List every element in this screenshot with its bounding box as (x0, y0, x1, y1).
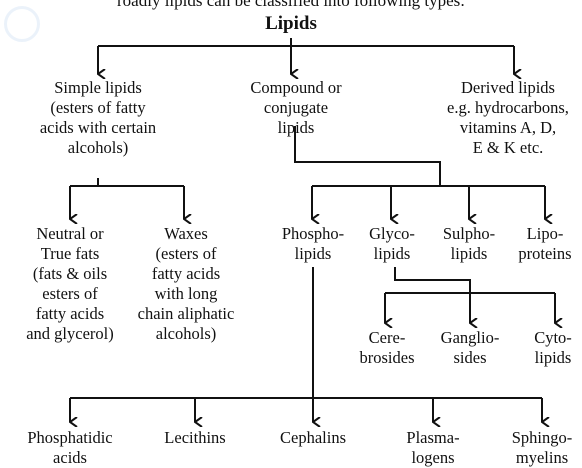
node-phosphatidic-acids: Phosphatidic acids (27, 428, 113, 467)
node-lecithins: Lecithins (164, 428, 226, 447)
node-sphingomyelins: Sphingo- myelins (511, 428, 573, 467)
node-plasmalogens: Plasma- logens (406, 428, 460, 467)
node-gangliosides: Ganglio- sides (440, 328, 500, 367)
glyco-stem (394, 267, 471, 293)
node-simple-lipids: Simple lipids (esters of fatty acids wit… (39, 78, 157, 157)
node-derived-lipids: Derived lipids e.g. hydrocarbons, vitami… (447, 78, 569, 157)
node-neutral-fats: Neutral or True fats (fats & oils esters… (26, 224, 114, 343)
compound-stem (294, 126, 441, 186)
node-cephalins: Cephalins (280, 428, 346, 447)
node-sulpholipids: Sulpho- lipids (442, 224, 496, 263)
intro-text: roadly lipids can be classified into fol… (117, 0, 465, 10)
diagram-title: Lipids (265, 13, 317, 34)
node-cerebrosides: Cere- brosides (359, 328, 415, 367)
node-cytolipids: Cyto- lipids (534, 328, 572, 367)
node-waxes: Waxes (esters of fatty acids with long c… (137, 224, 235, 343)
watermark-logo (4, 6, 40, 42)
node-compound-lipids: Compound or conjugate lipids (250, 78, 342, 137)
node-lipoproteins: Lipo- proteins (518, 224, 572, 263)
node-glycolipids: Glyco- lipids (369, 224, 415, 263)
node-phospholipids: Phospho- lipids (281, 224, 345, 263)
